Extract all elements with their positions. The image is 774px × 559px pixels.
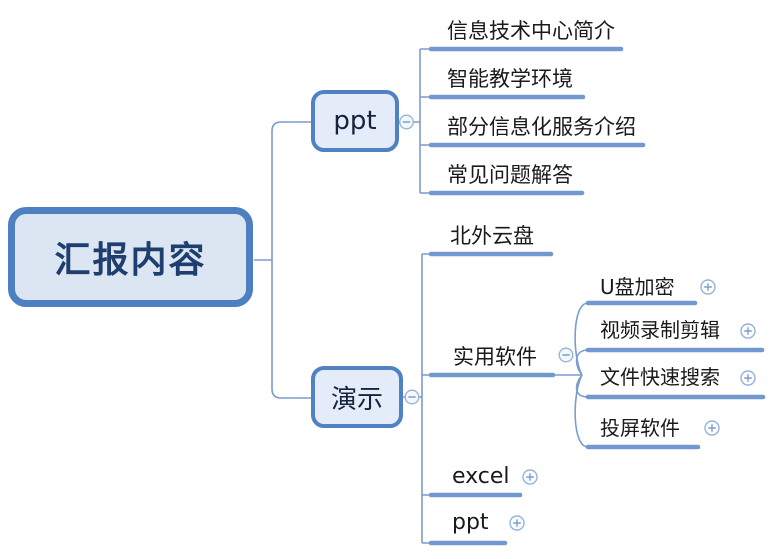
subtopic-screen-cast[interactable]: 投屏软件	[600, 416, 680, 440]
subtopic-usb-encrypt[interactable]: U盘加密	[600, 275, 675, 299]
subtopic-it-services[interactable]: 部分信息化服务介绍	[447, 115, 636, 139]
plus-circle-icon[interactable]	[704, 420, 720, 436]
bracket-ppt-stubs	[420, 48, 436, 194]
curve-to-filesearch	[575, 374, 589, 398]
plus-circle-icon[interactable]	[522, 469, 538, 485]
subtopic-ppt2[interactable]: ppt	[452, 510, 489, 535]
minus-circle-icon[interactable]	[558, 347, 574, 363]
plus-circle-icon[interactable]	[740, 370, 756, 386]
subtopic-smart-teaching[interactable]: 智能教学环境	[447, 67, 573, 91]
main-topic-demo-label: 演示	[330, 384, 383, 415]
main-topic-ppt-label: ppt	[333, 106, 377, 136]
minus-circle-icon[interactable]	[404, 389, 420, 405]
minus-circle-icon[interactable]	[399, 114, 415, 130]
subtopic-excel[interactable]: excel	[452, 464, 510, 489]
main-topic-demo[interactable]: 演示	[311, 366, 403, 428]
central-topic-label: 汇报内容	[54, 240, 207, 281]
curve-to-usb	[574, 302, 589, 376]
subtopic-cloud-disk[interactable]: 北外云盘	[450, 224, 534, 248]
bracket-demo-stubs	[422, 253, 436, 544]
subtopic-center-intro[interactable]: 信息技术中心简介	[447, 19, 615, 43]
plus-circle-icon[interactable]	[740, 323, 756, 339]
subtopic-video-edit[interactable]: 视频录制剪辑	[600, 318, 720, 342]
subtopic-file-search[interactable]: 文件快速搜索	[600, 365, 720, 389]
subtopic-faq[interactable]: 常见问题解答	[447, 163, 573, 187]
curve-to-cast	[574, 374, 589, 448]
central-topic[interactable]: 汇报内容	[8, 207, 253, 307]
connector-central-to-ppt	[271, 121, 311, 260]
subtopic-software[interactable]: 实用软件	[453, 345, 537, 369]
connector-central-to-demo	[271, 260, 311, 399]
plus-circle-icon[interactable]	[700, 279, 716, 295]
main-topic-ppt[interactable]: ppt	[311, 90, 399, 152]
plus-circle-icon[interactable]	[509, 515, 525, 531]
curve-to-video	[575, 349, 589, 376]
